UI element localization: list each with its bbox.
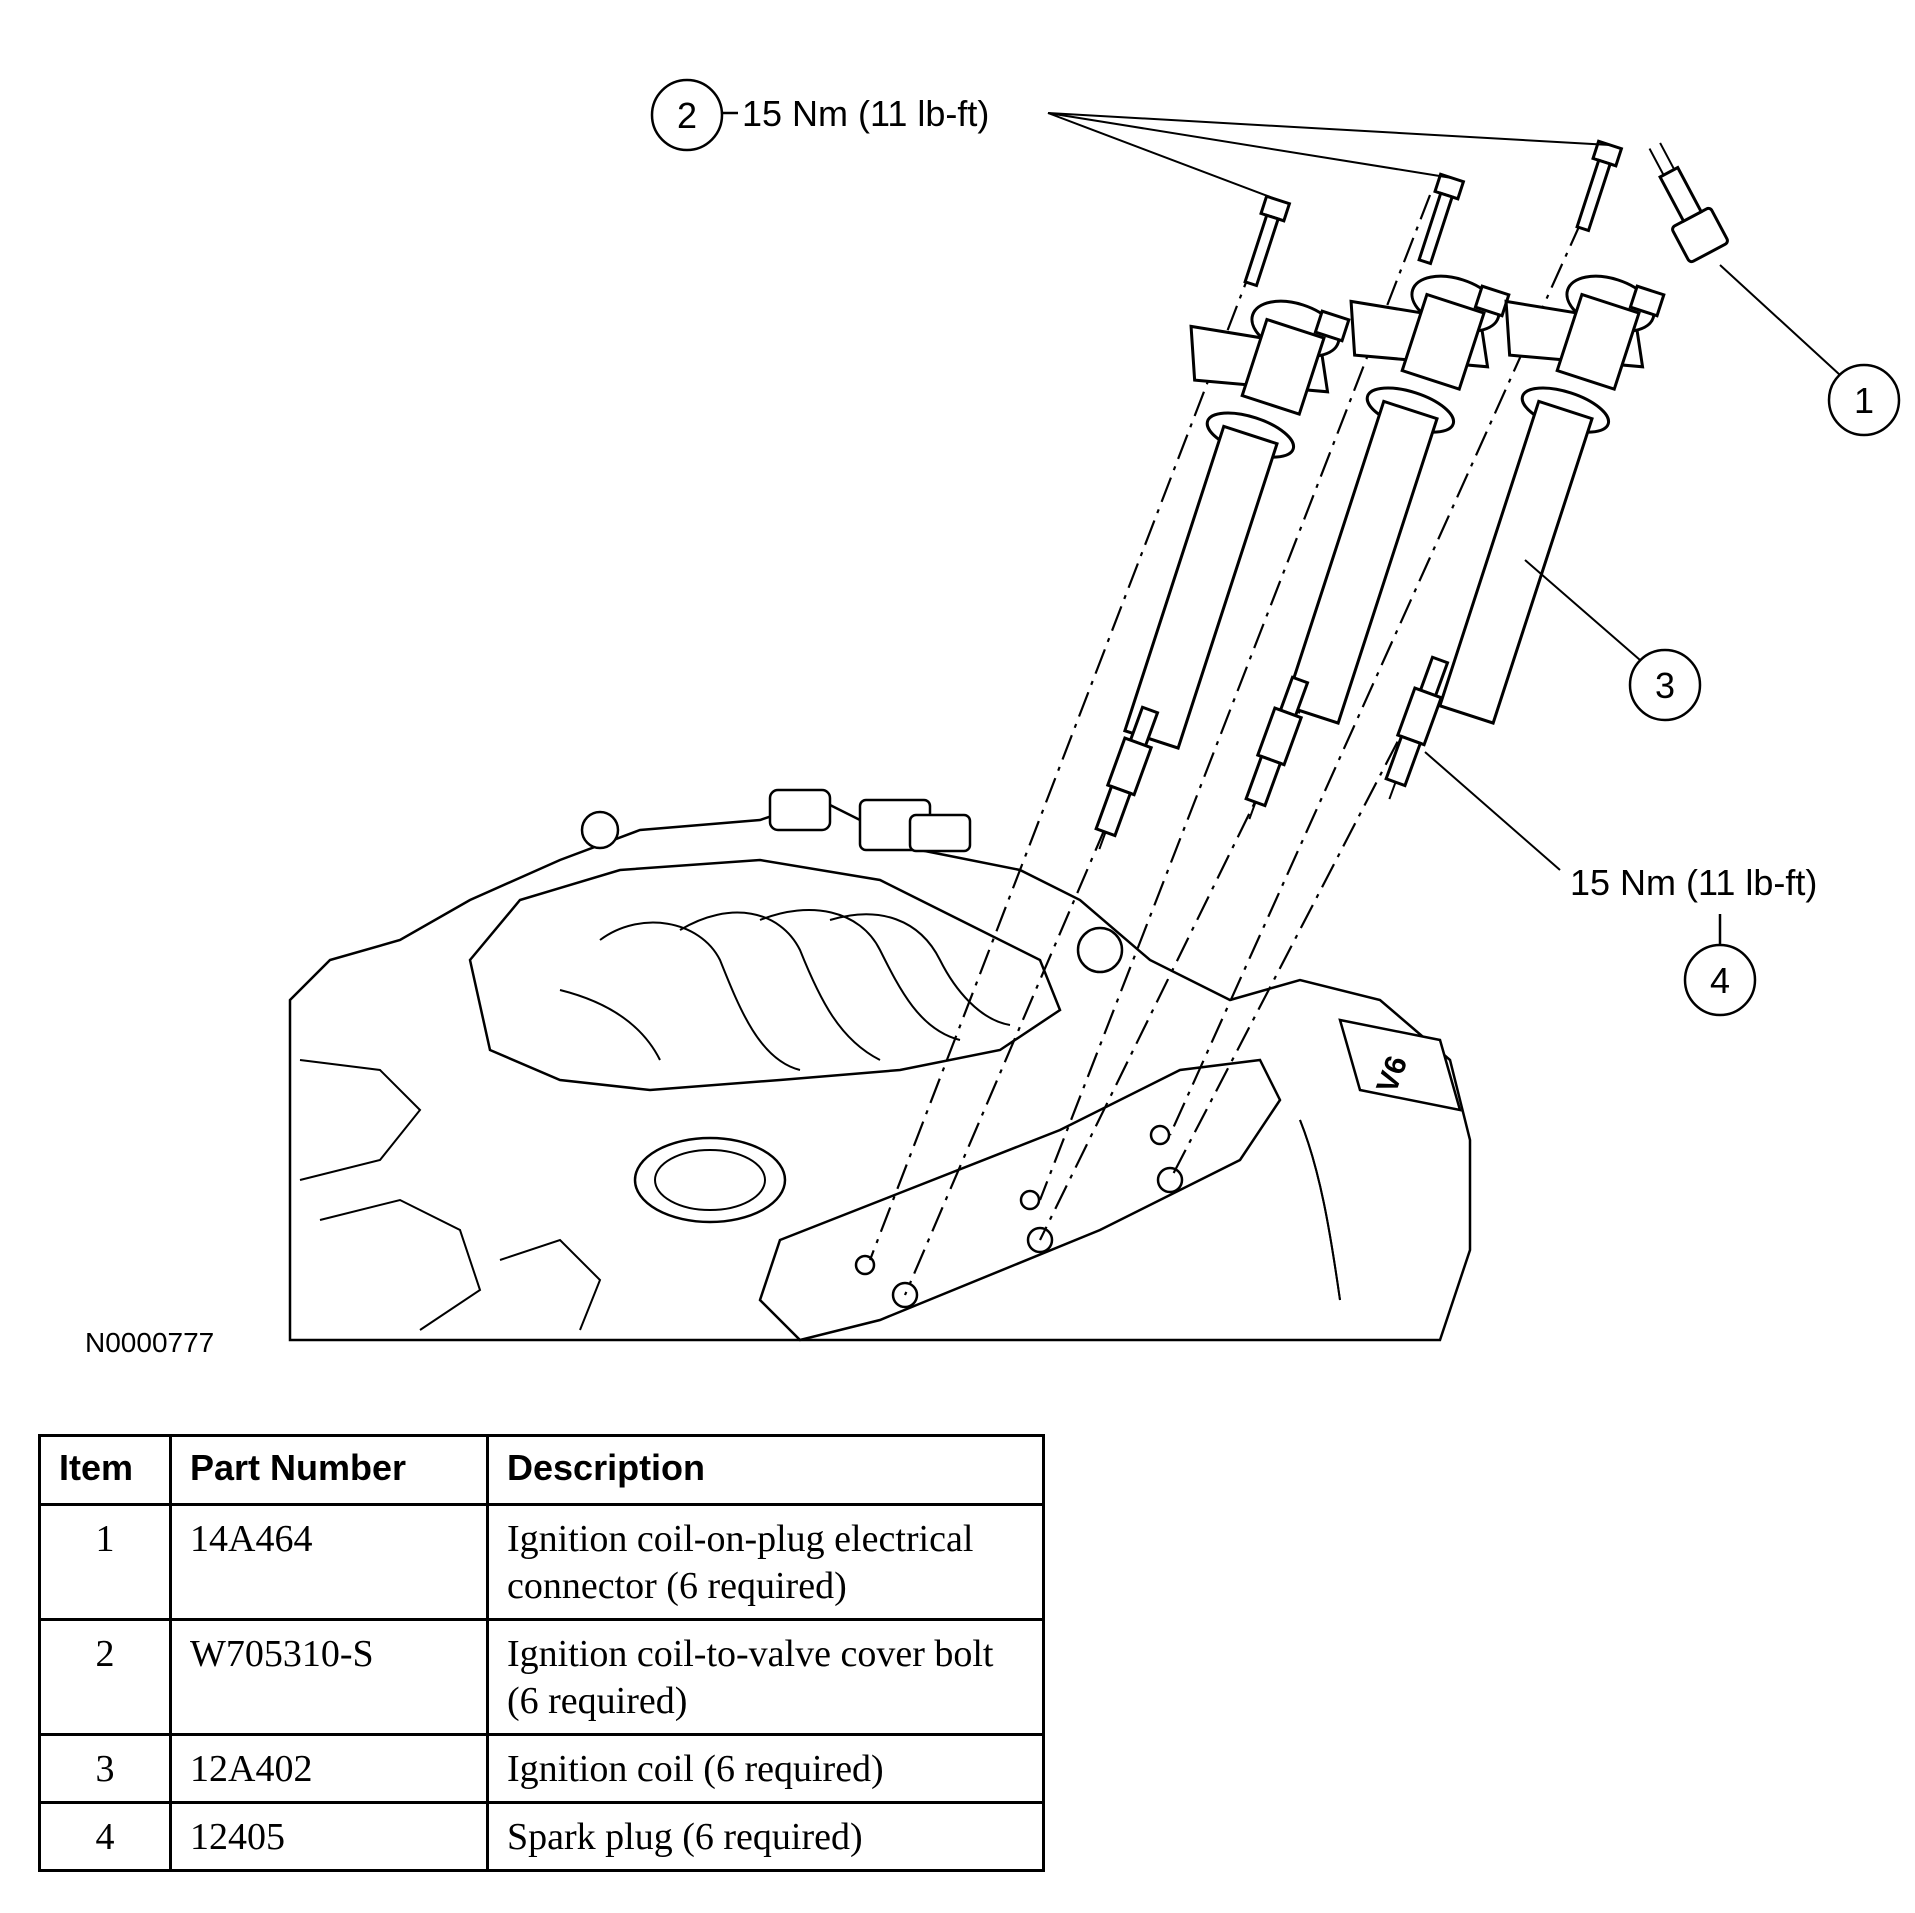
figure-id-label: N0000777 [85, 1327, 214, 1358]
callout-4: 15 Nm (11 lb-ft) 4 [1424, 751, 1817, 1017]
cell-part-number: 12A402 [169, 1733, 489, 1804]
parts-table: Item Part Number Description 1 14A464 Ig… [38, 1434, 1045, 1872]
cell-item: 3 [38, 1733, 172, 1804]
exploded-view-illustration: V6 [85, 78, 1901, 1358]
spark-plugs [1094, 655, 1450, 850]
cell-item: 2 [38, 1618, 172, 1736]
cell-part-number: 12405 [169, 1801, 489, 1872]
table-row: 2 W705310-S Ignition coil-to-valve cover… [38, 1618, 1045, 1736]
cell-item: 1 [38, 1503, 172, 1621]
callout-3: 3 [1524, 559, 1702, 722]
callout-1: 1 [1719, 264, 1901, 437]
cell-item: 4 [38, 1801, 172, 1872]
electrical-connector [1648, 142, 1729, 264]
ignition-coils [1122, 274, 1666, 750]
callout-2-number: 2 [677, 95, 697, 136]
coil-bolts [1243, 139, 1624, 288]
callout-2: 2 15 Nm (11 lb-ft) [650, 78, 1611, 201]
table-row: 1 14A464 Ignition coil-on-plug electrica… [38, 1503, 1045, 1621]
cell-description: Ignition coil-to-valve cover bolt (6 req… [486, 1618, 1045, 1736]
cell-part-number: 14A464 [169, 1503, 489, 1621]
cell-description: Spark plug (6 required) [486, 1801, 1045, 1872]
header-item: Item [38, 1434, 172, 1506]
header-part-number: Part Number [169, 1434, 489, 1506]
callout-2-torque: 15 Nm (11 lb-ft) [742, 93, 989, 134]
table-header-row: Item Part Number Description [38, 1434, 1045, 1506]
engine-assembly: V6 [288, 788, 1472, 1342]
table-row: 3 12A402 Ignition coil (6 required) [38, 1733, 1045, 1804]
callout-1-number: 1 [1854, 380, 1874, 421]
callout-3-number: 3 [1655, 665, 1675, 706]
cell-description: Ignition coil (6 required) [486, 1733, 1045, 1804]
cell-description: Ignition coil-on-plug electrical connect… [486, 1503, 1045, 1621]
callout-4-number: 4 [1710, 960, 1730, 1001]
header-description: Description [486, 1434, 1045, 1506]
cell-part-number: W705310-S [169, 1618, 489, 1736]
table-row: 4 12405 Spark plug (6 required) [38, 1801, 1045, 1872]
callout-4-torque: 15 Nm (11 lb-ft) [1570, 862, 1817, 903]
